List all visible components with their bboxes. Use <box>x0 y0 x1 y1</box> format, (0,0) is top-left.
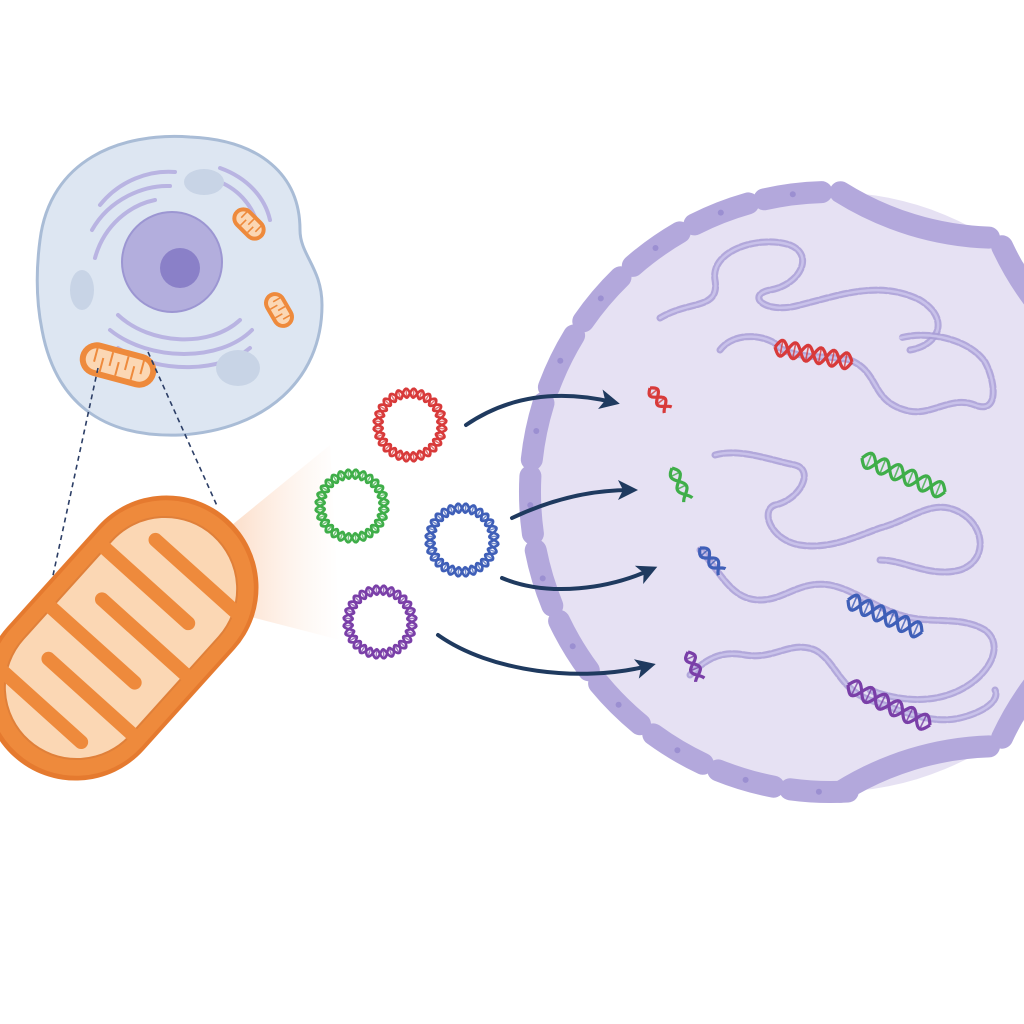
cell-vacuole <box>70 270 94 310</box>
nuclear-pore <box>533 428 540 434</box>
chromatin-strand-core <box>658 240 940 352</box>
nuclear-pore <box>597 295 604 302</box>
nuclear-pore <box>674 747 681 754</box>
mtdna-fragments <box>647 386 727 682</box>
eukaryotic-cell-icon <box>35 134 324 437</box>
zoom-callout-lines <box>51 351 219 581</box>
mtdna-insert-blue <box>846 593 924 639</box>
nuclear-pore <box>615 701 622 708</box>
mtdna-fragment-green <box>668 466 694 503</box>
mtdna-fragment-red <box>647 386 673 414</box>
small-mitochondrion-icon <box>232 207 266 241</box>
release-glow <box>232 445 340 640</box>
nuclear-pore <box>527 502 534 509</box>
nuclear-pore <box>789 191 796 198</box>
nuclear-pore <box>742 776 749 783</box>
highlighted-mitochondrion-icon <box>79 342 157 388</box>
circular-dna-icon <box>372 387 448 463</box>
nuclear-pore <box>717 209 724 216</box>
small-mitochondrion-icon <box>264 292 294 328</box>
curved-arrow-icon <box>500 565 658 592</box>
mtdna-insert-red <box>773 338 854 371</box>
envelope-segment <box>829 181 1000 249</box>
circular-dna-icon <box>314 468 390 544</box>
nuclear-pore <box>815 788 822 795</box>
mtdna-insert-green <box>860 451 947 499</box>
cell-vacuole <box>184 169 224 195</box>
mtdna-fragment-blue <box>698 546 727 576</box>
transfer-arrows <box>436 389 658 679</box>
envelope-segment <box>991 679 1024 749</box>
mitochondrial-cristae <box>0 532 246 750</box>
curved-arrow-icon <box>464 389 620 427</box>
chromatin-strand-core <box>718 334 995 413</box>
chromatin-strand-core <box>688 645 998 722</box>
inserted-mtdna-segments <box>773 338 947 731</box>
nuclear-pore <box>557 357 564 364</box>
nuclear-pore <box>569 643 576 650</box>
circular-dna-icon <box>342 584 418 660</box>
envelope-segment <box>991 235 1024 305</box>
nuclear-envelope <box>519 181 1024 803</box>
mtdna-circles <box>314 387 500 660</box>
cell-nucleolus <box>160 248 200 288</box>
chromatin-strand-core <box>698 548 996 701</box>
mtdna-fragment-purple <box>684 650 706 682</box>
circular-dna-icon <box>424 502 500 578</box>
nuclear-pore <box>652 245 659 251</box>
cell-vacuole <box>216 350 260 386</box>
nucleus-zoom-body <box>530 192 1024 792</box>
curved-arrow-icon <box>436 633 656 679</box>
mitochondrion-icon <box>0 495 259 781</box>
chromatin-strands <box>656 238 1000 724</box>
envelope-segment <box>829 735 1000 803</box>
curved-arrow-icon <box>510 480 638 520</box>
nuclear-pore <box>539 575 546 582</box>
mtdna-insert-purple <box>846 679 932 731</box>
nucleus-zoom <box>519 181 1024 803</box>
chromatin-strand-core <box>713 451 982 574</box>
